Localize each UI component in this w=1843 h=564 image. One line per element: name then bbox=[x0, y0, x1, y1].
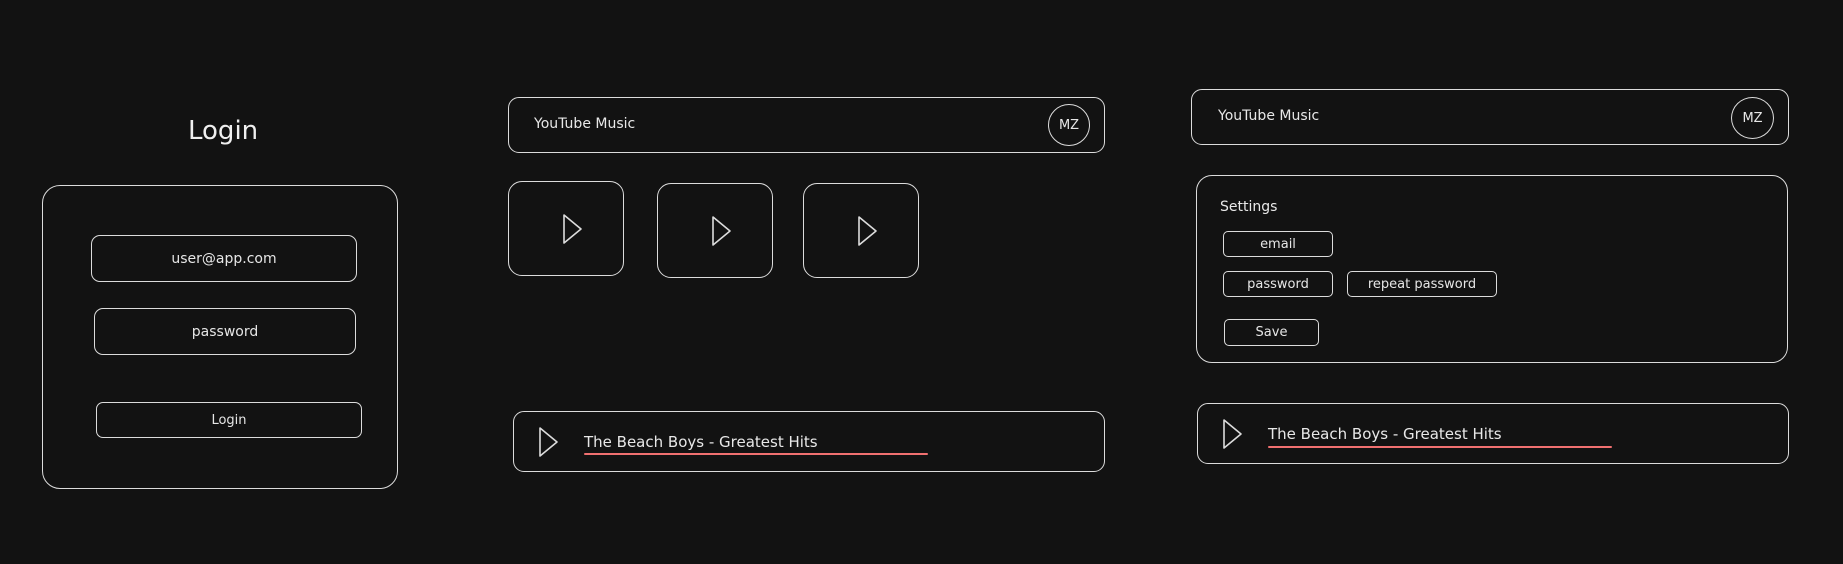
home-app-title: YouTube Music bbox=[534, 116, 636, 132]
track-progress[interactable] bbox=[584, 453, 928, 455]
track-title: The Beach Boys - Greatest Hits bbox=[584, 433, 818, 451]
password-input[interactable]: password bbox=[1223, 271, 1333, 297]
login-button[interactable]: Login bbox=[96, 402, 362, 438]
login-card bbox=[42, 185, 398, 489]
settings-track-title: The Beach Boys - Greatest Hits bbox=[1268, 425, 1502, 443]
settings-player-bar bbox=[1197, 403, 1789, 464]
save-button[interactable]: Save bbox=[1224, 319, 1319, 346]
play-icon bbox=[563, 214, 582, 244]
media-tile[interactable] bbox=[508, 181, 624, 276]
email-input[interactable]: email bbox=[1223, 231, 1333, 257]
home-avatar[interactable]: MZ bbox=[1048, 104, 1090, 146]
settings-app-title: YouTube Music bbox=[1218, 108, 1320, 124]
play-icon[interactable] bbox=[538, 426, 560, 458]
email-field[interactable]: user@app.com bbox=[91, 235, 357, 282]
settings-title: Settings bbox=[1220, 199, 1278, 215]
play-icon[interactable] bbox=[1222, 418, 1244, 450]
repeat-password-input[interactable]: repeat password bbox=[1347, 271, 1497, 297]
home-header bbox=[508, 97, 1105, 153]
play-icon bbox=[712, 216, 731, 246]
player-bar bbox=[513, 411, 1105, 472]
login-title: Login bbox=[188, 116, 259, 146]
settings-track-progress[interactable] bbox=[1268, 446, 1612, 448]
media-tile[interactable] bbox=[657, 183, 773, 278]
settings-header bbox=[1191, 89, 1789, 145]
password-field[interactable]: password bbox=[94, 308, 356, 355]
settings-avatar[interactable]: MZ bbox=[1731, 97, 1774, 139]
play-icon bbox=[858, 216, 877, 246]
media-tile[interactable] bbox=[803, 183, 919, 278]
settings-card bbox=[1196, 175, 1788, 363]
